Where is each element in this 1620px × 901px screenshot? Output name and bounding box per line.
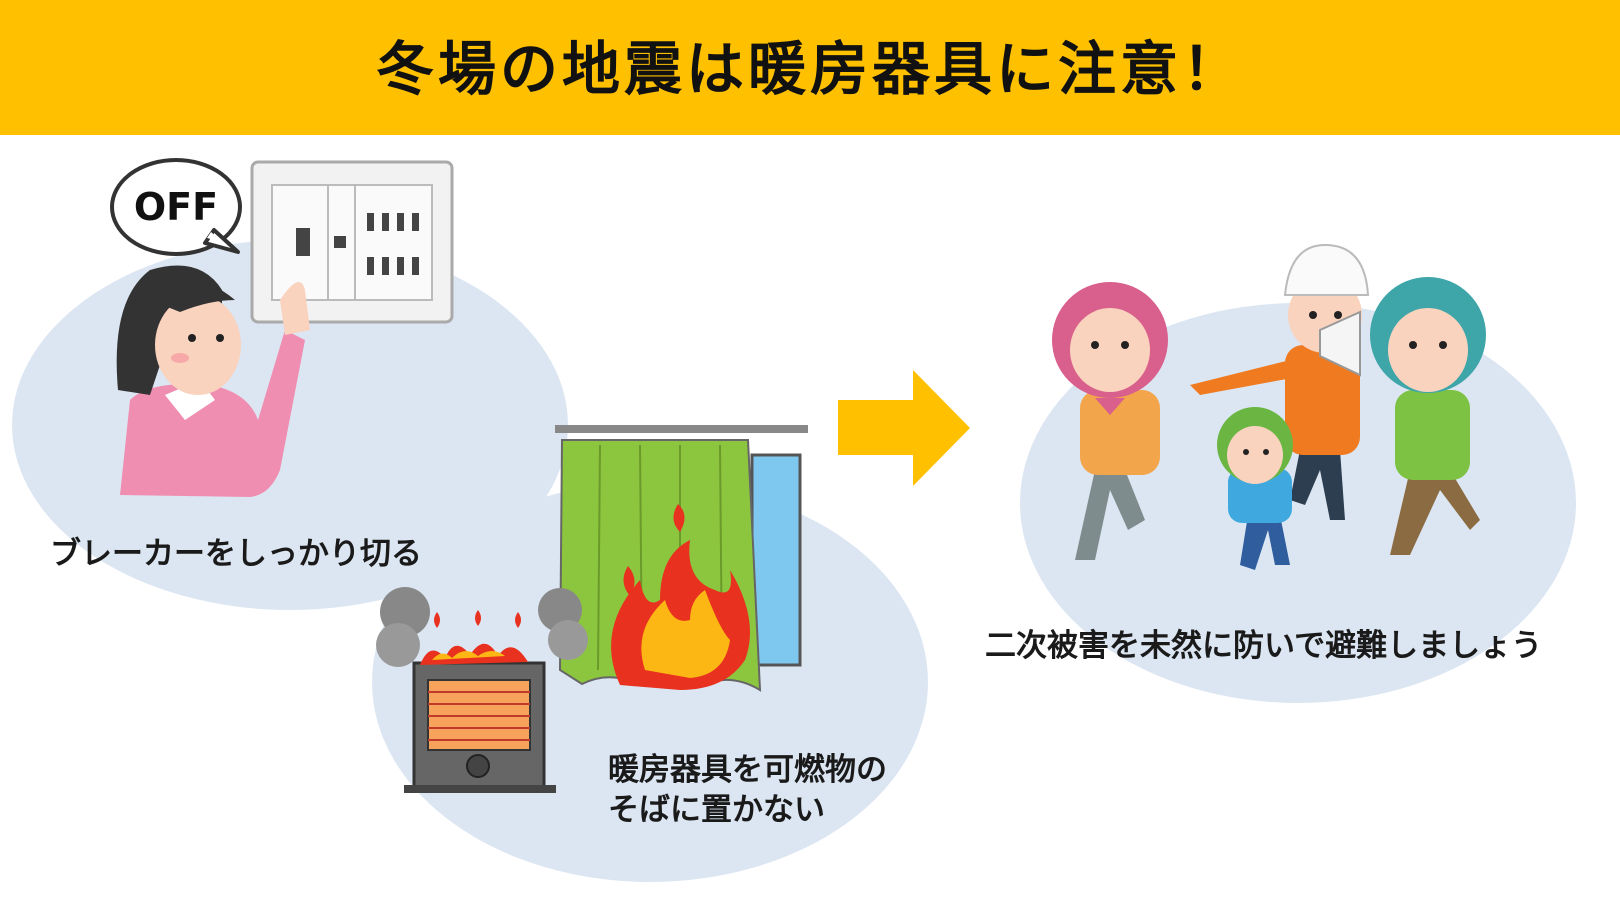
woman-icon	[116, 265, 310, 497]
caption-heater: 暖房器具を可燃物の そばに置かない	[608, 750, 887, 830]
right-arrow-icon	[838, 370, 970, 486]
speech-bubble-text: OFF	[134, 185, 218, 229]
fire-icon	[611, 504, 750, 690]
heater-icon	[376, 587, 588, 793]
speech-bubble-icon	[110, 158, 242, 256]
caption-breaker: ブレーカーをしっかり切る	[50, 536, 422, 572]
page-title: 冬場の地震は暖房器具に注意！	[375, 35, 1244, 103]
caption-heater-line2: そばに置かない	[608, 792, 825, 828]
evacuating-people-icon	[1052, 243, 1486, 570]
title-banner	[0, 0, 1620, 135]
caption-heater-line1: 暖房器具を可燃物の	[608, 752, 887, 788]
breaker-panel-icon	[250, 160, 454, 324]
caption-evacuate: 二次被害を未然に防いで避難しましょう	[985, 628, 1543, 664]
